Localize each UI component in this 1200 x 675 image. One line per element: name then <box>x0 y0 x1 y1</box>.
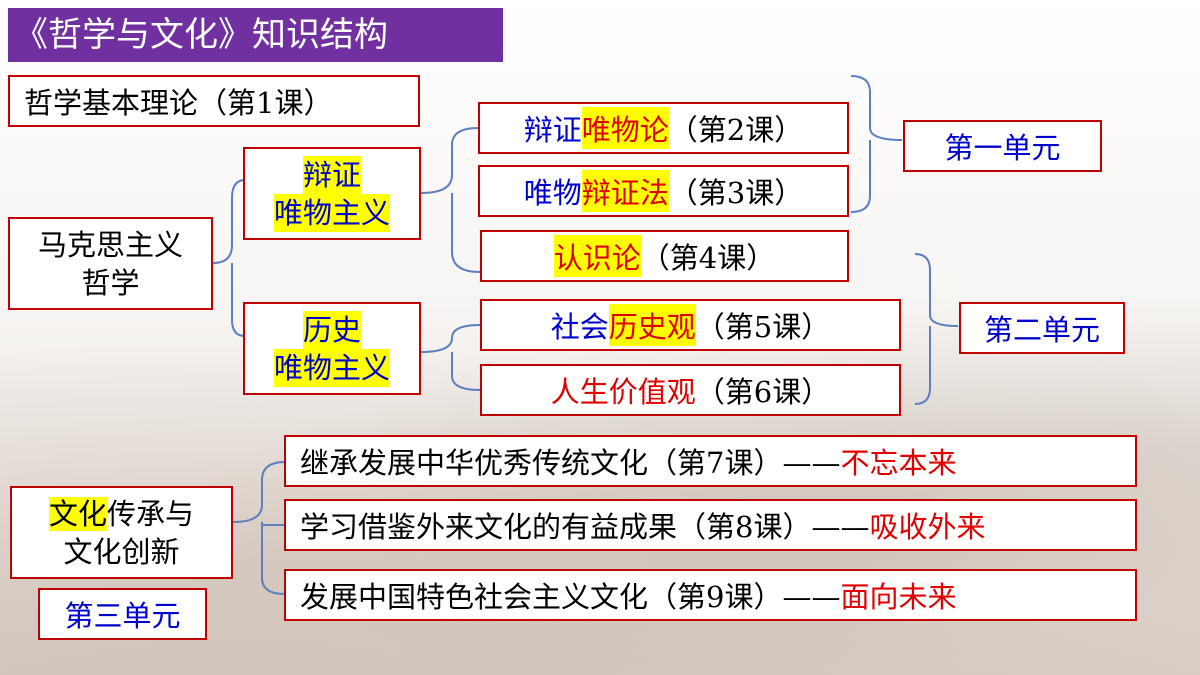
lesson4-suffix: （第4课） <box>640 241 776 275</box>
bracket-unit1 <box>850 75 903 213</box>
marxist-philosophy-box: 马克思主义 哲学 <box>8 217 213 310</box>
marxist-philosophy-line2: 哲学 <box>81 265 140 300</box>
dialectical-materialism-box: 辩证 唯物主义 <box>243 147 421 240</box>
bracket-historical <box>420 324 481 391</box>
unit1-label: 第一单元 <box>944 131 1061 165</box>
bracket-culture <box>232 461 286 595</box>
bracket-unit2 <box>914 253 959 405</box>
lesson6-box: 人生价值观（第6课） <box>480 364 901 416</box>
lesson3-box: 唯物辩证法（第3课） <box>478 165 849 217</box>
lesson2-suffix: （第2课） <box>668 113 804 147</box>
historical-materialism-line1: 历史 <box>302 310 361 349</box>
unit2-box: 第二单元 <box>959 302 1125 354</box>
lesson7-keyword: 不忘本来 <box>840 446 957 480</box>
unit1-box: 第一单元 <box>903 120 1102 172</box>
unit2-label: 第二单元 <box>983 313 1100 347</box>
lesson2-box: 辩证唯物论（第2课） <box>478 102 849 154</box>
philosophy-basic-theory-label: 哲学基本理论（第1课） <box>24 86 333 120</box>
lesson4-highlight: 认识论 <box>553 235 641 277</box>
bracket-marxism <box>212 179 246 337</box>
historical-materialism-line2: 唯物主义 <box>273 348 390 387</box>
bracket-dialectical <box>420 127 481 273</box>
lesson5-suffix: （第5课） <box>695 310 831 344</box>
lesson3-prefix: 唯物 <box>523 176 582 210</box>
lesson8-keyword: 吸收外来 <box>869 510 986 544</box>
culture-box: 文化传承与 文化创新 <box>10 486 233 579</box>
lesson7-box: 继承发展中华优秀传统文化（第7课）——不忘本来 <box>284 435 1137 487</box>
lesson5-box: 社会历史观（第5课） <box>480 299 901 351</box>
lesson9-keyword: 面向未来 <box>840 580 957 614</box>
lesson5-prefix: 社会 <box>550 310 609 344</box>
lesson3-highlight: 辩证法 <box>581 170 669 212</box>
culture-line2: 文化创新 <box>63 534 180 569</box>
lesson8-text: 学习借鉴外来文化的有益成果（第8课）—— <box>300 510 870 544</box>
lesson8-box: 学习借鉴外来文化的有益成果（第8课）——吸收外来 <box>284 499 1137 551</box>
lesson6-suffix: （第6课） <box>695 375 831 409</box>
page-title: 《哲学与文化》知识结构 <box>8 8 503 62</box>
lesson9-text: 发展中国特色社会主义文化（第9课）—— <box>300 580 841 614</box>
philosophy-basic-theory-box: 哲学基本理论（第1课） <box>8 75 420 127</box>
lesson6-highlight: 人生价值观 <box>550 375 696 409</box>
marxist-philosophy-line1: 马克思主义 <box>37 227 183 262</box>
lesson5-highlight: 历史观 <box>608 304 696 346</box>
dialectical-materialism-line1: 辩证 <box>302 155 361 194</box>
dialectical-materialism-line2: 唯物主义 <box>273 193 390 232</box>
lesson3-suffix: （第3课） <box>668 176 804 210</box>
unit3-box: 第三单元 <box>38 588 207 640</box>
lesson4-box: 认识论（第4课） <box>480 230 849 282</box>
lesson9-box: 发展中国特色社会主义文化（第9课）——面向未来 <box>284 569 1137 621</box>
lesson2-prefix: 辩证 <box>523 113 582 147</box>
culture-line1-rest: 传承与 <box>107 496 195 531</box>
unit3-label: 第三单元 <box>64 599 181 633</box>
lesson7-text: 继承发展中华优秀传统文化（第7课）—— <box>300 446 841 480</box>
culture-highlight: 文化 <box>48 496 107 531</box>
lesson2-highlight: 唯物论 <box>581 107 669 149</box>
historical-materialism-box: 历史 唯物主义 <box>243 302 421 395</box>
